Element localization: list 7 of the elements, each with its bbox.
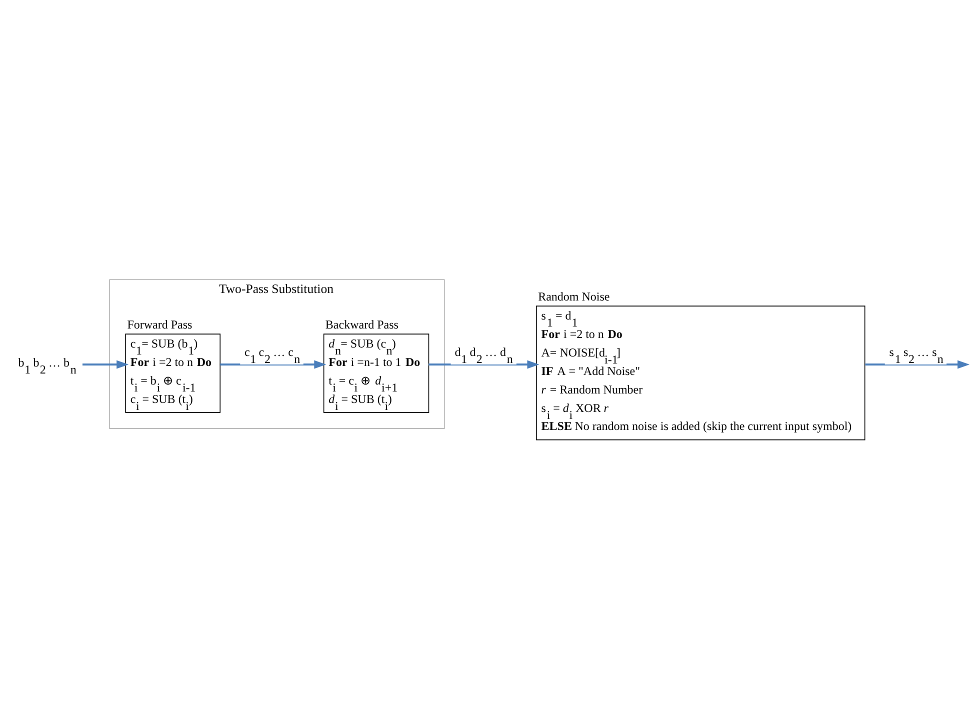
arrow	[865, 360, 970, 369]
node-label: Backward Pass	[325, 317, 398, 332]
arrow	[428, 360, 540, 369]
node-label: Random Noise	[538, 289, 610, 304]
arrow	[82, 360, 129, 369]
arrow	[220, 360, 326, 369]
node-label: Forward Pass	[127, 317, 192, 332]
